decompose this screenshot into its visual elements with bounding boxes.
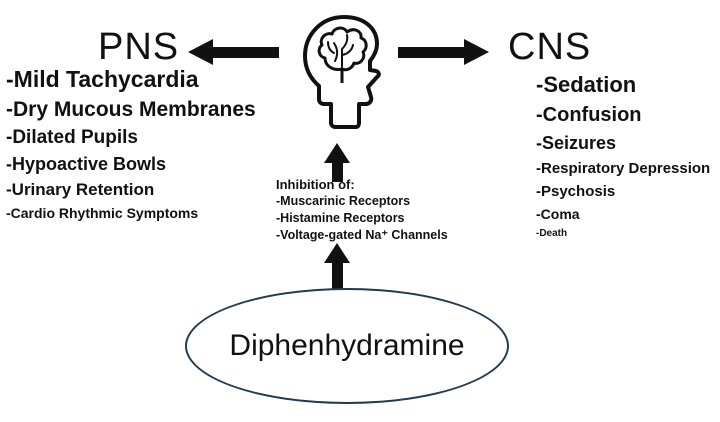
pns-effect: -Hypoactive Bowls (6, 154, 167, 174)
drug-ellipse: Diphenhydramine (185, 288, 509, 404)
arrow-left-head (188, 39, 213, 65)
arrow-right-shaft (398, 46, 464, 58)
arrow-up-shaft (331, 263, 343, 290)
cns-effect: -Seizures (536, 133, 617, 153)
drug-name: Diphenhydramine (229, 329, 465, 362)
pns-effect: -Dilated Pupils (6, 127, 138, 148)
pns-effects-list: -Mild Tachycardia -Dry Mucous Membranes … (6, 66, 256, 226)
arrow-to-pns (188, 39, 279, 65)
cns-effects-list: -Sedation -Confusion -Seizures -Respirat… (536, 72, 710, 245)
arrow-left-shaft (213, 46, 279, 58)
cns-effect: -Respiratory Depression (536, 160, 711, 177)
pns-label: PNS (98, 26, 180, 68)
arrow-up-head (324, 243, 350, 263)
cns-effect: -Death (536, 228, 568, 239)
inhibition-title: Inhibition of: (276, 177, 355, 192)
arrow-inhibition-to-brain (324, 143, 350, 182)
arrow-to-cns (398, 39, 489, 65)
cns-effect: -Sedation (536, 72, 637, 97)
inhibition-block: Inhibition of: -Muscarinic Receptors -Hi… (276, 176, 448, 244)
arrow-up-head (324, 143, 350, 163)
cns-effect: -Psychosis (536, 183, 616, 200)
cns-effect: -Confusion (536, 104, 642, 126)
inhibition-list: -Muscarinic Receptors -Histamine Recepto… (276, 193, 448, 244)
arrow-drug-to-inhibition (324, 243, 350, 290)
pns-effect: -Urinary Retention (6, 180, 155, 199)
pns-effect: -Mild Tachycardia (6, 66, 199, 92)
inhibition-item: -Muscarinic Receptors (276, 194, 411, 208)
brain-in-head-icon (303, 15, 381, 129)
arrow-up-shaft (331, 163, 343, 182)
inhibition-item: -Histamine Receptors (276, 211, 405, 225)
pns-effect: -Cardio Rhythmic Symptoms (6, 205, 199, 221)
arrow-right-head (464, 39, 489, 65)
cns-effect: -Coma (536, 206, 580, 222)
cns-label: CNS (508, 26, 592, 68)
inhibition-item: -Voltage-gated Na⁺ Channels (276, 228, 448, 242)
pns-effect: -Dry Mucous Membranes (6, 98, 256, 121)
